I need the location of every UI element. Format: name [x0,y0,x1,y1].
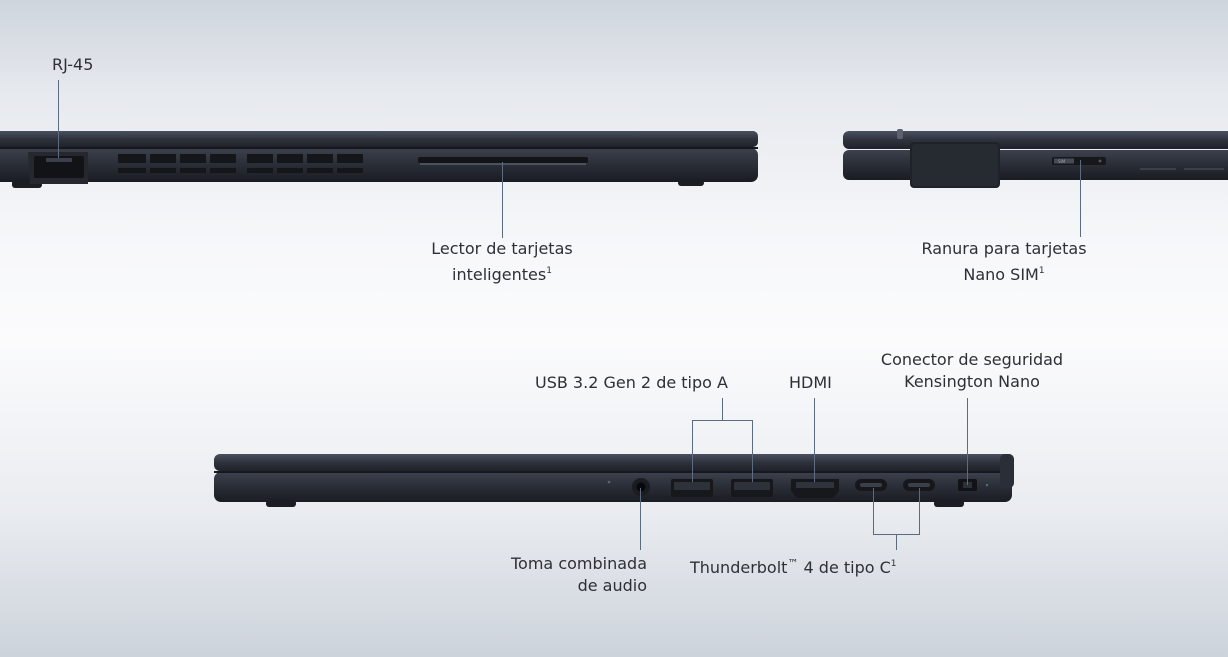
nanosim-leader-line [1080,160,1081,237]
smartcard-label-line2: inteligentes1 [412,260,592,286]
smartcard-leader-line [502,162,503,238]
hdmi-label: HDMI [789,372,832,394]
usb-bracket-top [692,420,753,421]
kensington-label-line1: Conector de seguridad [880,350,1064,369]
vent-grille [118,154,363,173]
rj45-label: RJ-45 [52,54,93,76]
audio-label: Toma combinada de audio [497,553,647,597]
thunderbolt-ports [855,479,935,491]
rj45-leader-line [58,80,59,158]
hdmi-label-text: HDMI [789,373,832,392]
smart-card-slot [418,157,588,165]
nanosim-label-line1: Ranura para tarjetas [921,239,1087,258]
laptop-left-side-view [0,131,758,188]
audio-label-line1: Toma combinada [511,554,647,573]
nanosim-label-line2: Nano SIM1 [914,260,1094,286]
audio-jack-port [607,478,650,496]
audio-label-line2: de audio [577,576,647,595]
laptop-hinge-view: SIM [843,129,1228,188]
thunderbolt-bracket-right [919,488,920,534]
svg-text:SIM: SIM [1058,159,1066,164]
kensington-lock-slot [958,479,989,491]
usb-label-text: USB 3.2 Gen 2 de tipo A [535,373,728,392]
laptop-right-side-view [214,454,1014,507]
usb-bracket-stem [722,398,723,420]
nanosim-footnote: 1 [1038,266,1045,276]
nanosim-label-line2-text: Nano SIM [963,265,1039,284]
kensington-label-line2: Kensington Nano [904,372,1040,391]
audio-leader-line [640,488,641,550]
thunderbolt-bracket-left [873,488,874,534]
smartcard-footnote: 1 [546,266,552,276]
rj45-label-text: RJ-45 [52,55,94,74]
smartcard-label: Lector de tarjetas inteligentes1 [412,238,592,286]
kensington-leader-line [967,398,968,485]
thunderbolt-bracket-stem [896,534,897,550]
smartcard-label-line1: Lector de tarjetas [431,239,573,258]
usb-a-ports [671,479,773,497]
thunderbolt-label: Thunderbolt™ 4 de tipo C1 [690,553,897,579]
nanosim-label: Ranura para tarjetas Nano SIM1 [914,238,1094,286]
nano-sim-tray: SIM [1052,157,1106,165]
thunderbolt-footnote: 1 [890,559,897,569]
smartcard-label-line2-text: inteligentes [452,265,547,284]
thunderbolt-trademark: ™ [787,557,799,570]
kensington-label: Conector de seguridad Kensington Nano [868,349,1076,393]
hdmi-port [791,479,839,498]
hdmi-leader-line [814,398,815,482]
usb-label: USB 3.2 Gen 2 de tipo A [535,372,728,394]
rj45-port [28,152,88,184]
usb-bracket-left [692,420,693,482]
thunderbolt-label-suffix: 4 de tipo C [798,558,891,577]
thunderbolt-label-text: Thunderbolt [690,558,788,577]
usb-bracket-right [752,420,753,482]
